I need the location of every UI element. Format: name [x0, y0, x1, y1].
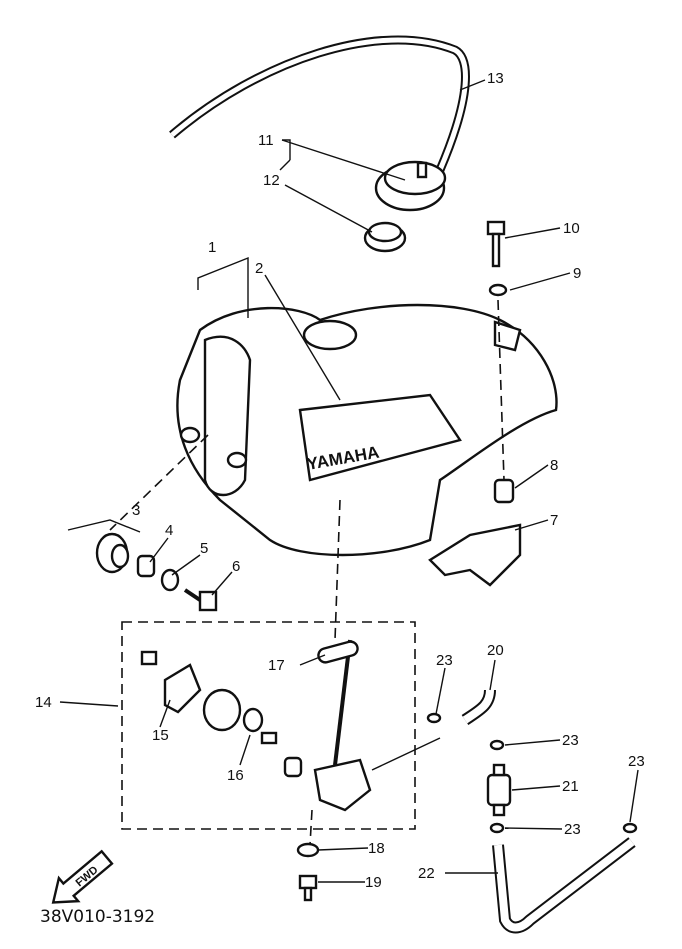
callout-21: 21 — [562, 778, 579, 795]
callout-19: 19 — [365, 874, 382, 891]
breather-hose — [169, 35, 470, 184]
callout-5: 5 — [200, 540, 208, 557]
fuel-tank: YAMAHA — [176, 303, 558, 557]
callout-18: 18 — [368, 840, 385, 857]
forward-arrow-icon: FWD — [51, 849, 114, 904]
callout-8: 8 — [550, 457, 558, 474]
callout-20: 20 — [487, 642, 504, 659]
clip — [489, 739, 505, 751]
callout-10: 10 — [563, 220, 580, 237]
grommet — [95, 532, 130, 574]
callout-12: 12 — [263, 172, 280, 189]
callout-23: 23 — [562, 732, 579, 749]
clip — [426, 712, 442, 724]
callout-3: 3 — [132, 502, 140, 519]
damper — [493, 478, 515, 504]
callout-15: 15 — [152, 727, 169, 744]
bolt-6 — [183, 588, 218, 612]
callout-2: 2 — [255, 260, 263, 277]
fuel-cock — [140, 639, 372, 812]
clip — [489, 822, 505, 834]
callout-23: 23 — [564, 821, 581, 838]
callout-1: 1 — [208, 239, 216, 256]
clip — [622, 822, 638, 834]
drawing-code: 38V010-3192 — [40, 907, 155, 927]
callout-16: 16 — [227, 767, 244, 784]
washer — [488, 283, 508, 297]
washer-18 — [296, 842, 320, 858]
callout-23: 23 — [436, 652, 453, 669]
callout-22: 22 — [418, 865, 435, 882]
fuel-cap — [374, 160, 447, 212]
washer-5 — [160, 568, 180, 592]
callout-4: 4 — [165, 522, 173, 539]
screw-19 — [298, 874, 318, 902]
bolt — [486, 220, 506, 268]
cap-gasket — [363, 221, 407, 253]
callout-6: 6 — [232, 558, 240, 575]
callout-9: 9 — [573, 265, 581, 282]
callout-13: 13 — [487, 70, 504, 87]
callout-11: 11 — [258, 132, 274, 149]
fuel-cock-assembly-box — [121, 621, 416, 830]
tank-bracket — [428, 523, 522, 587]
callout-7: 7 — [550, 512, 558, 529]
fuel-filter — [486, 763, 512, 817]
callout-14: 14 — [35, 694, 52, 711]
callout-17: 17 — [268, 657, 285, 674]
callout-23: 23 — [628, 753, 645, 770]
